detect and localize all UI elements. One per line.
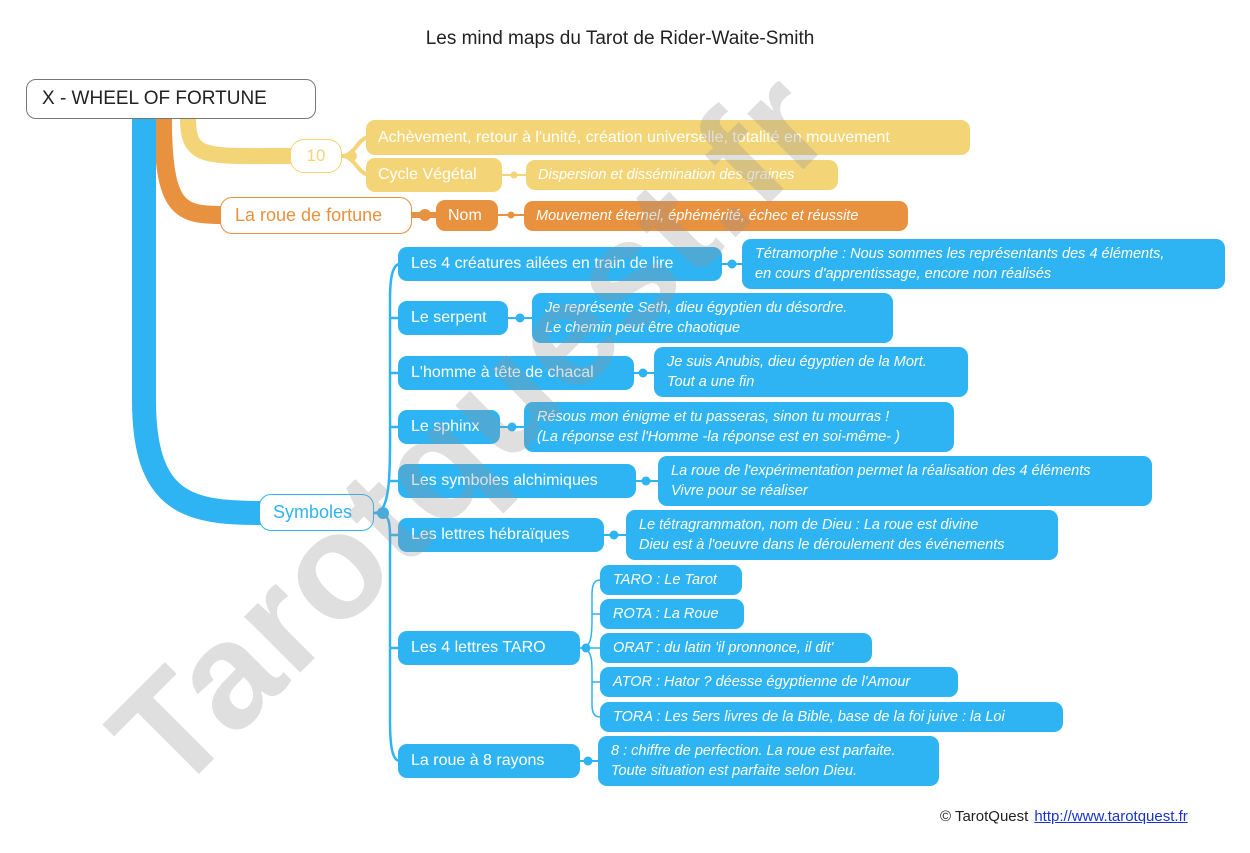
note-line: 8 : chiffre de perfection. La roue est p… [611,743,896,759]
note-line: Tétramorphe : Nous sommes les représenta… [755,246,1165,262]
note-line: Toute situation est parfaite selon Dieu. [611,763,858,779]
symbol-roue-note: 8 : chiffre de perfection. La roue est p… [598,736,939,786]
copyright-text: © TarotQuest [940,808,1029,825]
taro-sub-rota: ROTA : La Roue [600,599,744,629]
connector-blue-main [132,106,274,525]
connector-dot [507,211,515,219]
symbol-sphinx-note: Résous mon énigme et tu passeras, sinon … [524,402,954,452]
connector-dot [510,171,518,179]
symbol-taro[interactable]: Les 4 lettres TARO [398,631,580,665]
symbol-serpent-note: Je représente Seth, dieu égyptien du dés… [532,293,893,343]
cycle-node[interactable]: Cycle Végétal [366,158,502,192]
cycle-note: Dispersion et dissémination des graines [526,160,838,190]
connector-dot [419,209,431,221]
symbol-hebraiques-note: Le tétragrammaton, nom de Dieu : La roue… [626,510,1058,560]
nom-note: Mouvement éternel, éphémérité, échec et … [524,201,908,231]
note-line: Le tétragrammaton, nom de Dieu : La roue… [639,517,979,533]
note-line: Résous mon énigme et tu passeras, sinon … [537,409,890,425]
symboles-node[interactable]: Symboles [259,494,374,531]
footer: © TarotQuest http://www.tarotquest.fr [940,808,1188,825]
taro-sub-ator: ATOR : Hator ? déesse égyptienne de l'Am… [600,667,958,697]
note-line: Je suis Anubis, dieu égyptien de la Mort… [667,354,927,370]
symbol-hebraiques[interactable]: Les lettres hébraïques [398,518,604,552]
taro-sub-orat: ORAT : du latin 'il pronnonce, il dit' [600,633,872,663]
note-line: Le chemin peut être chaotique [545,320,741,336]
note-line: Je représente Seth, dieu égyptien du dés… [545,300,848,316]
page-title: Les mind maps du Tarot de Rider-Waite-Sm… [425,28,815,49]
symbol-sphinx[interactable]: Le sphinx [398,410,500,444]
connector-orange-main [154,109,231,224]
symbol-serpent[interactable]: Le serpent [398,301,508,335]
symbol-roue-8-rayons[interactable]: La roue à 8 rayons [398,744,580,778]
roue-de-fortune-node[interactable]: La roue de fortune [220,197,412,234]
note-line: en cours d'apprentissage, encore non réa… [755,266,1052,282]
symbol-alchimiques[interactable]: Les symboles alchimiques [398,464,636,498]
connector-blue-notes [500,259,742,766]
symbol-anubis-note: Je suis Anubis, dieu égyptien de la Mort… [654,347,968,397]
note-line: Dieu est à l'oeuvre dans le déroulement … [639,537,1005,553]
note-line: Tout a une fin [667,374,755,390]
connector-taro-fan [579,579,601,718]
symbol-alchimiques-note: La roue de l'expérimentation permet la r… [658,456,1152,506]
website-link[interactable]: http://www.tarotquest.fr [1034,808,1188,825]
symbol-creatures[interactable]: Les 4 créatures ailées en train de lire [398,247,722,281]
note-line: La roue de l'expérimentation permet la r… [671,463,1091,479]
connector-yellow-main [180,110,298,165]
taro-sub-tora: TORA : Les 5ers livres de la Bible, base… [600,702,1063,732]
nom-node[interactable]: Nom [436,200,498,231]
taro-sub-taro: TARO : Le Tarot [600,565,742,595]
number-node[interactable]: 10 [290,139,342,173]
note-line: Vivre pour se réaliser [671,483,808,499]
note-line: (La réponse est l'Homme -la réponse est … [537,429,900,445]
root-node[interactable]: X - WHEEL OF FORTUNE [26,79,316,119]
symbol-creatures-note: Tétramorphe : Nous sommes les représenta… [742,239,1225,289]
meaning-node[interactable]: Achèvement, retour à l'unité, création u… [366,120,970,155]
connector-dot [347,151,357,161]
connector-blue-fan [373,262,401,763]
symbol-anubis[interactable]: L'homme à tête de chacal [398,356,634,390]
